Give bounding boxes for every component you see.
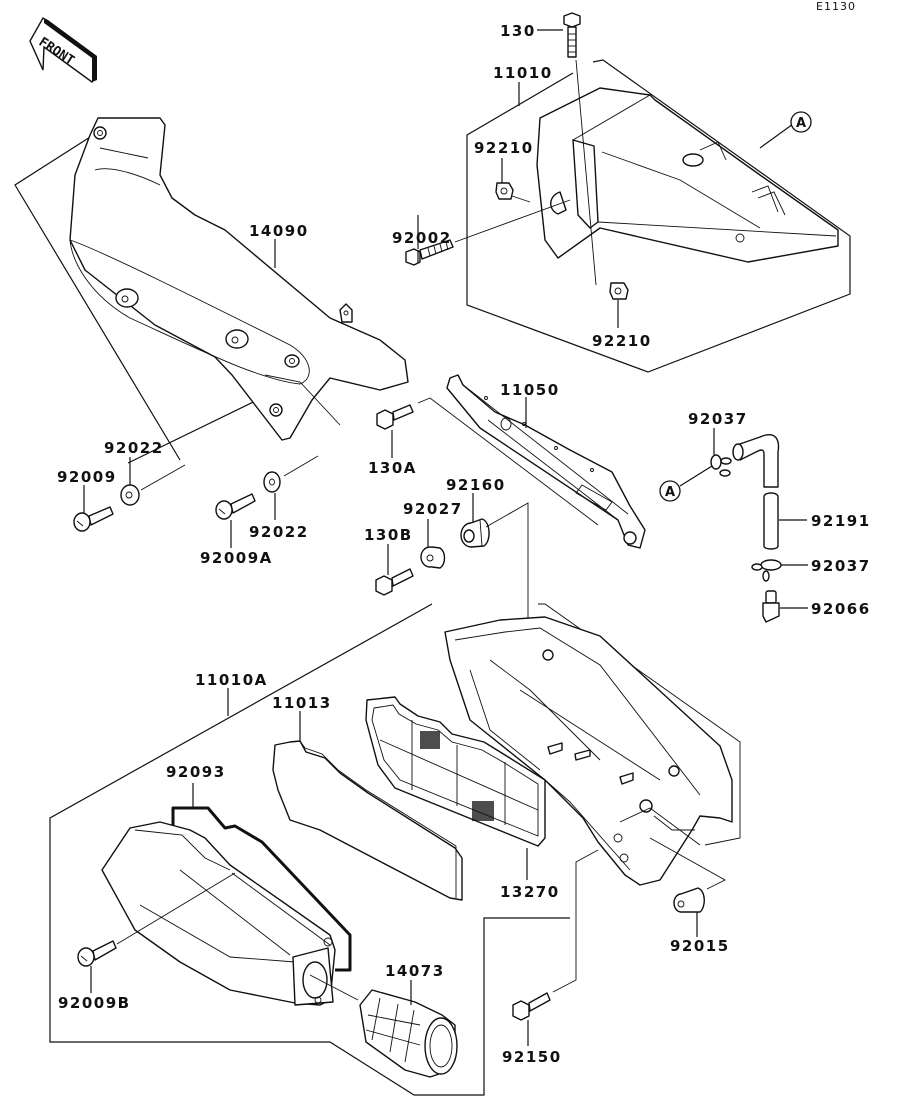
part-92210-grommet-bottom — [609, 282, 629, 300]
label-92002: 92002 — [392, 229, 452, 247]
filter-mesh-2 — [472, 801, 494, 821]
label-92009b: 92009B — [58, 994, 131, 1012]
part-92022-washer-left — [120, 484, 140, 506]
part-92022-washer-right — [263, 471, 281, 493]
part-92037-clamp-top — [710, 454, 732, 477]
label-92027: 92027 — [403, 500, 463, 518]
label-14090: 14090 — [249, 222, 309, 240]
part-11010-airbox-cover — [536, 87, 839, 263]
part-92002-bolt — [405, 239, 454, 266]
front-arrow-icon: FRONT — [29, 16, 97, 83]
part-130b-bolt — [375, 568, 414, 596]
label-130b: 130B — [364, 526, 413, 544]
label-130: 130 — [500, 22, 536, 40]
label-92210-bottom: 92210 — [592, 332, 652, 350]
part-130-bolt — [563, 12, 581, 58]
label-13270: 13270 — [500, 883, 560, 901]
part-airbox-lower-cover — [101, 821, 336, 1006]
part-92015-collar — [673, 887, 705, 913]
part-14073-funnel — [359, 989, 458, 1078]
reference-marker-a — [790, 111, 812, 133]
part-hose-bend — [732, 434, 780, 488]
label-92009a: 92009A — [200, 549, 273, 567]
part-92160-grommet — [460, 518, 490, 548]
label-11010a: 11010A — [195, 671, 268, 689]
part-92191-hose — [763, 492, 779, 550]
label-92191: 92191 — [811, 512, 871, 530]
part-92009b-screw — [77, 940, 117, 967]
part-92027-collar — [420, 546, 446, 569]
part-92210-grommet-top — [495, 182, 514, 200]
reference-marker-a-2 — [659, 480, 681, 502]
diagram-code: E1130 — [816, 0, 856, 13]
label-92093: 92093 — [166, 763, 226, 781]
label-92022-left: 92022 — [104, 439, 164, 457]
part-92150-bolt — [512, 992, 551, 1021]
part-92009-screw — [73, 506, 114, 532]
label-11013: 11013 — [272, 694, 332, 712]
filter-mesh-1 — [420, 731, 440, 749]
part-92009a-screw — [215, 493, 256, 520]
label-92037-bottom: 92037 — [811, 557, 871, 575]
label-130a: 130A — [368, 459, 417, 477]
part-11050-bracket — [446, 374, 646, 549]
part-92066-plug — [762, 590, 780, 623]
label-11050: 11050 — [500, 381, 560, 399]
reference-marker-a-2-label: A — [665, 485, 675, 500]
label-14073: 14073 — [385, 962, 445, 980]
part-130a-bolt — [376, 404, 414, 430]
reference-marker-a-label: A — [796, 116, 806, 131]
label-92150: 92150 — [502, 1048, 562, 1066]
part-14090-side-cover — [69, 117, 409, 441]
part-11013-filter-element — [272, 740, 463, 901]
label-92009: 92009 — [57, 468, 117, 486]
part-92037-clamp-bottom — [751, 559, 782, 582]
part-13270-filter-frame — [365, 696, 546, 847]
label-92160: 92160 — [446, 476, 506, 494]
label-92015: 92015 — [670, 937, 730, 955]
label-11010: 11010 — [493, 64, 553, 82]
part-92093-seal — [171, 806, 352, 972]
label-92210-top: 92210 — [474, 139, 534, 157]
part-airbox-case — [444, 616, 733, 886]
label-92022-right: 92022 — [249, 523, 309, 541]
label-92066: 92066 — [811, 600, 871, 618]
label-92037-top: 92037 — [688, 410, 748, 428]
